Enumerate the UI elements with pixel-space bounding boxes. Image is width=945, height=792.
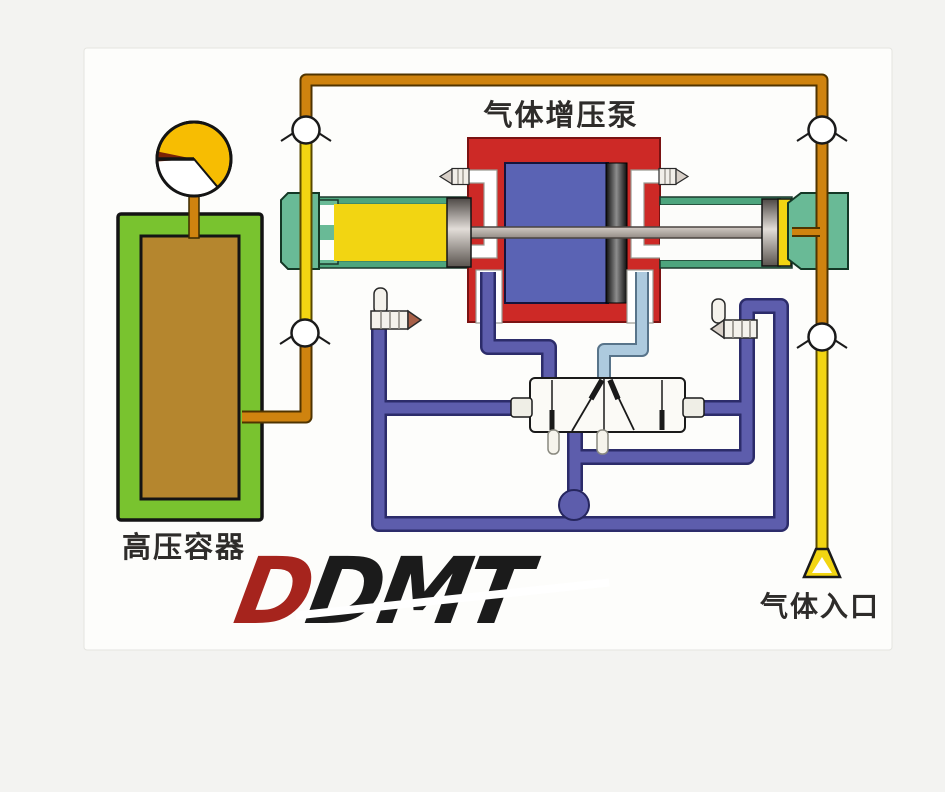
- pump-muffler-left-icon: [451, 167, 470, 186]
- pilot-actuator: [558, 489, 590, 521]
- piping: [242, 73, 829, 551]
- left-cap-notch-top: [320, 205, 335, 225]
- vessel-label: 高压容器: [122, 530, 247, 564]
- gas-inlet-funnel: [802, 547, 842, 579]
- valve-exhaust-stub-1: [547, 429, 560, 455]
- gauge-stem: [188, 191, 200, 239]
- check-valve-ball: [807, 115, 837, 145]
- pump-muffler-right-icon: [658, 167, 677, 186]
- exhaust-muffler-right: [709, 298, 758, 340]
- left-piston: [446, 197, 472, 268]
- muffler-stub: [711, 298, 726, 324]
- pump-title-label: 气体增压泵: [483, 98, 639, 132]
- muffler-body-icon: [723, 319, 758, 339]
- left-cylinder-oil: [334, 204, 448, 261]
- valve-end-tab-right: [682, 397, 705, 418]
- pipe-purple-loop: [373, 300, 787, 530]
- valve-arrow-left: [588, 378, 605, 401]
- pipe-tank-outlet: [242, 346, 311, 422]
- gas-inlet-label: 气体入口: [760, 590, 881, 623]
- pipe-pilot-right: [599, 272, 647, 377]
- pipe-pilot-left: [482, 272, 555, 377]
- exhaust-muffler-left: [370, 287, 423, 331]
- check-valve-ball: [291, 115, 321, 145]
- pressure-gauge: [155, 120, 233, 239]
- valve-arrow-right: [607, 378, 621, 401]
- directional-valve: [510, 377, 705, 455]
- vessel-fluid: [139, 234, 241, 501]
- check-valve-bottom-left: [279, 318, 331, 348]
- muffler-tip-icon: [407, 309, 423, 331]
- gauge-rim: [155, 120, 233, 198]
- valve-exhaust-stub-2: [596, 429, 609, 455]
- check-valve-top-left: [280, 115, 332, 145]
- check-valve-ball: [290, 318, 320, 348]
- check-valve-top-right: [796, 115, 848, 145]
- pipe-top-loop: [301, 75, 827, 118]
- check-valve-ball: [807, 322, 837, 352]
- pump-muffler-right-tip-icon: [675, 167, 690, 186]
- piston-shaft: [448, 226, 766, 239]
- funnel-inner: [812, 557, 832, 573]
- muffler-stub: [373, 287, 388, 315]
- valve-end-tab-left: [510, 397, 533, 418]
- check-valves: [279, 115, 848, 352]
- check-valve-bottom-right: [796, 322, 848, 352]
- high-pressure-vessel: [116, 212, 264, 522]
- left-cap-notch-bottom: [320, 240, 335, 260]
